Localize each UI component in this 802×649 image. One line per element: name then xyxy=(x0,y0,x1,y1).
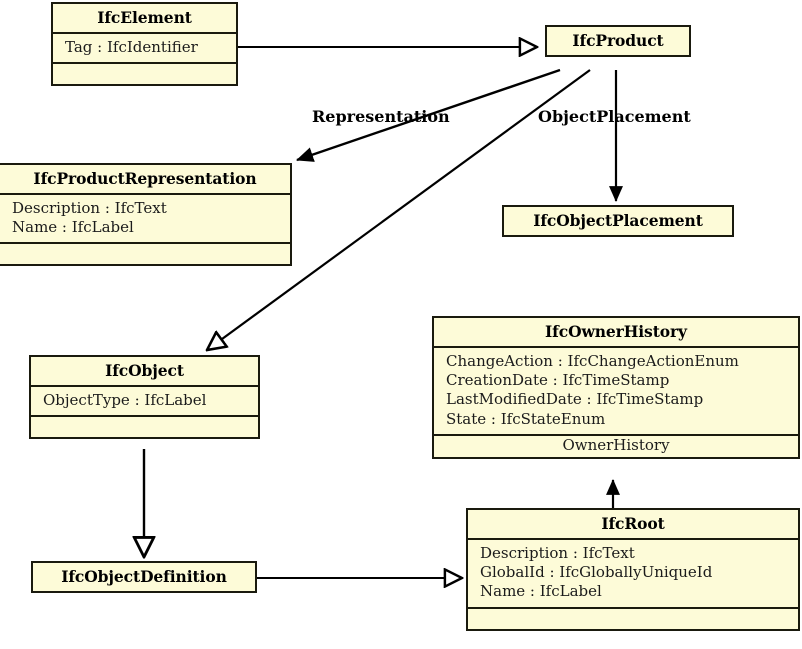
class-name-ifcobjectdefinition: IfcObjectDefinition xyxy=(61,567,227,586)
class-box-ifcproductrepresentation[interactable]: IfcProductRepresentation Description : I… xyxy=(0,163,292,267)
class-attributes-ifcobject: ObjectType : IfcLabel xyxy=(31,385,258,415)
class-box-ifcelement[interactable]: IfcElement Tag : IfcIdentifier xyxy=(51,2,238,87)
class-name-ifcroot: IfcRoot xyxy=(601,514,665,533)
class-name-ifcobjectplacement: IfcObjectPlacement xyxy=(533,211,703,230)
attribute-row: ChangeAction : IfcChangeActionEnum xyxy=(446,352,739,371)
attribute-row: State : IfcStateEnum xyxy=(446,409,606,428)
attribute-row: Description : IfcText xyxy=(480,544,635,563)
edge-label-representation: Representation xyxy=(312,107,450,126)
class-box-ifcproduct[interactable]: IfcProduct xyxy=(545,25,691,58)
class-box-ifcownerhistory[interactable]: IfcOwnerHistory ChangeAction : IfcChange… xyxy=(432,316,800,460)
attribute-row: Description : IfcText xyxy=(12,199,167,218)
class-operations-ifcproductrepresentation xyxy=(0,242,290,264)
attribute-row: Name : IfcLabel xyxy=(12,218,134,237)
attribute-row: ObjectType : IfcLabel xyxy=(43,391,207,410)
class-name-ifcelement: IfcElement xyxy=(97,8,192,27)
class-attributes-ifcroot: Description : IfcText GlobalId : IfcGlob… xyxy=(468,538,798,607)
class-box-ifcroot[interactable]: IfcRoot Description : IfcText GlobalId :… xyxy=(466,508,800,631)
attribute-row: GlobalId : IfcGloballyUniqueId xyxy=(480,563,713,582)
class-name-ifcobject: IfcObject xyxy=(105,361,184,380)
class-attributes-ifcproductrepresentation: Description : IfcText Name : IfcLabel xyxy=(0,193,290,242)
attribute-row: Tag : IfcIdentifier xyxy=(65,38,198,57)
class-box-ifcobject[interactable]: IfcObject ObjectType : IfcLabel xyxy=(29,355,260,440)
attribute-row: CreationDate : IfcTimeStamp xyxy=(446,371,670,390)
class-name-ifcownerhistory: IfcOwnerHistory xyxy=(545,322,687,341)
class-operations-ifcroot xyxy=(468,606,798,629)
class-role-ifcownerhistory: OwnerHistory xyxy=(434,433,798,457)
class-box-ifcobjectdefinition[interactable]: IfcObjectDefinition xyxy=(31,561,257,594)
class-operations-ifcobject xyxy=(31,415,258,437)
edge-label-objectplacement: ObjectPlacement xyxy=(538,107,691,126)
attribute-row: Name : IfcLabel xyxy=(480,582,602,601)
class-box-ifcobjectplacement[interactable]: IfcObjectPlacement xyxy=(502,205,734,238)
class-name-ifcproductrepresentation: IfcProductRepresentation xyxy=(33,169,257,188)
class-operations-ifcelement xyxy=(53,62,236,84)
attribute-row: LastModifiedDate : IfcTimeStamp xyxy=(446,390,704,409)
class-attributes-ifcelement: Tag : IfcIdentifier xyxy=(53,32,236,62)
class-attributes-ifcownerhistory: ChangeAction : IfcChangeActionEnum Creat… xyxy=(434,346,798,434)
class-name-ifcproduct: IfcProduct xyxy=(572,31,664,50)
